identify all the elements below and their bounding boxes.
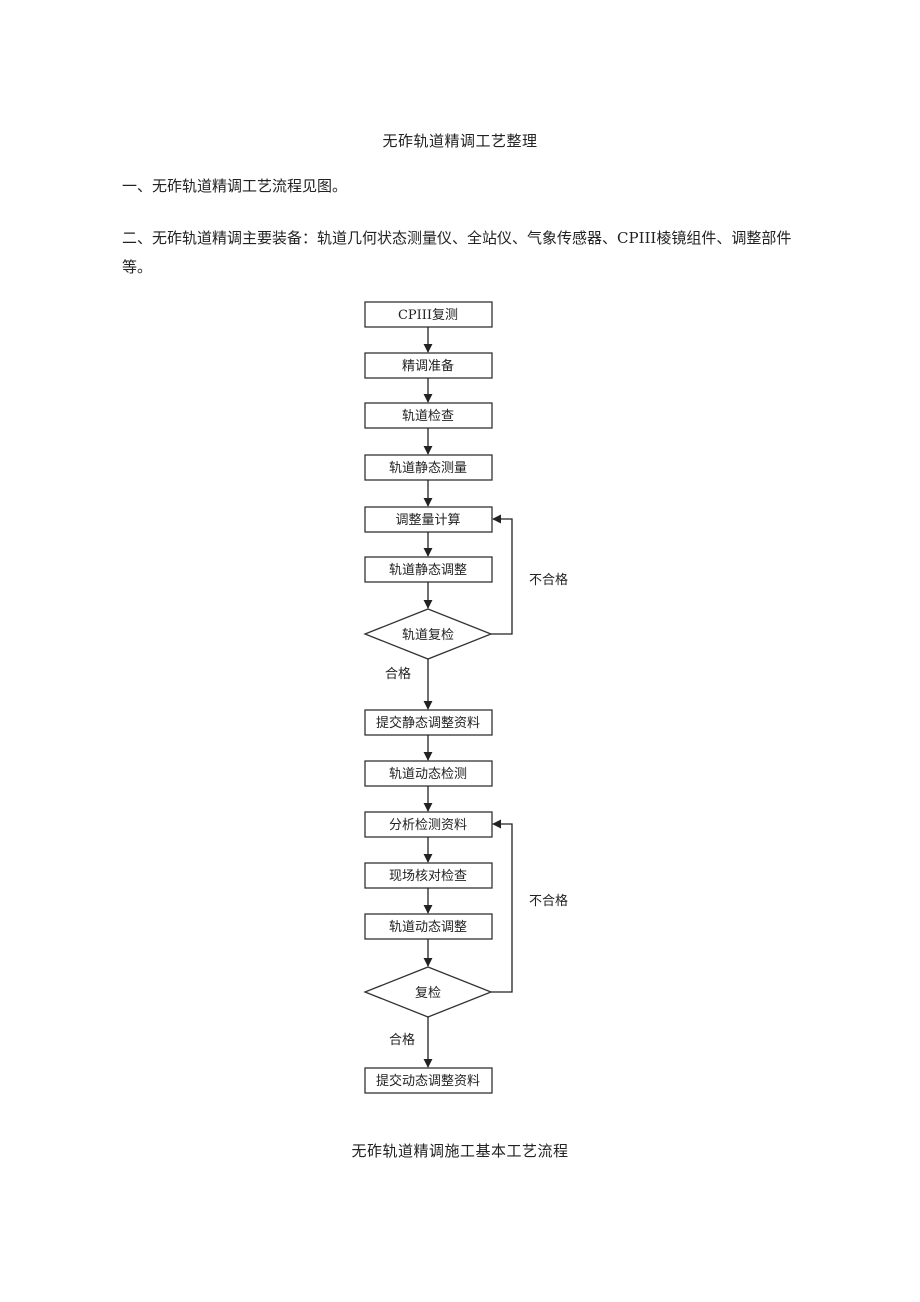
flow-label-fail: 不合格 [529, 893, 568, 909]
flow-label-pass: 合格 [389, 1032, 415, 1048]
flow-box-static-adjustment [364, 556, 493, 583]
flow-box-submit-dynamic-data [364, 1067, 493, 1094]
flow-text-track-inspection: 轨道检查 [402, 409, 454, 424]
flow-text-track-recheck: 轨道复检 [402, 628, 454, 643]
flow-box-dynamic-adjustment [364, 913, 493, 940]
flow-label-pass: 合格 [385, 666, 411, 682]
flow-loop-fail-dynamic [491, 819, 513, 993]
flow-label-fail: 不合格 [529, 572, 568, 588]
flow-box-track-inspection [364, 402, 493, 429]
flow-text-onsite-verification: 现场核对检查 [389, 869, 467, 884]
flow-text-analyze-detection-data: 分析检测资料 [389, 818, 467, 833]
flow-text-submit-static-data: 提交静态调整资料 [376, 715, 480, 731]
flow-box-analyze-detection-data [364, 811, 493, 838]
flow-text-adjustment-calc: 调整量计算 [395, 513, 460, 528]
figure-caption: 无砟轨道精调施工基本工艺流程 [351, 1142, 569, 1160]
flow-box-fine-adjust-prep [364, 352, 493, 379]
paragraph-process-intro: 一、无砟轨道精调工艺流程见图。 [122, 177, 348, 195]
paragraph-equipment: 二、无砟轨道精调主要装备：轨道几何状态测量仪、全站仪、气象传感器、CPIII棱镜… [122, 229, 792, 276]
flow-box-onsite-verification [364, 862, 493, 889]
flow-box-static-measurement [364, 454, 493, 481]
flow-box-adjustment-calc [364, 506, 493, 533]
flow-text-submit-dynamic-data: 提交动态调整资料 [376, 1073, 480, 1089]
flow-box-submit-static-data [364, 709, 493, 736]
flow-box-dynamic-detection [364, 760, 493, 787]
flow-text-static-adjustment: 轨道静态调整 [389, 563, 467, 578]
flow-text-recheck: 复检 [415, 986, 441, 1001]
flow-text-fine-adjust-prep: 精调准备 [402, 358, 454, 374]
flow-text-dynamic-adjustment: 轨道动态调整 [389, 920, 467, 935]
flow-text-dynamic-detection: 轨道动态检测 [389, 767, 467, 782]
flow-box-cpiii-resurvey [364, 301, 493, 328]
flow-text-static-measurement: 轨道静态测量 [389, 461, 467, 476]
flow-text-cpiii-resurvey: CPIII复测 [398, 308, 458, 323]
document-title: 无砟轨道精调工艺整理 [382, 132, 538, 150]
flow-loop-fail-static [491, 514, 513, 635]
